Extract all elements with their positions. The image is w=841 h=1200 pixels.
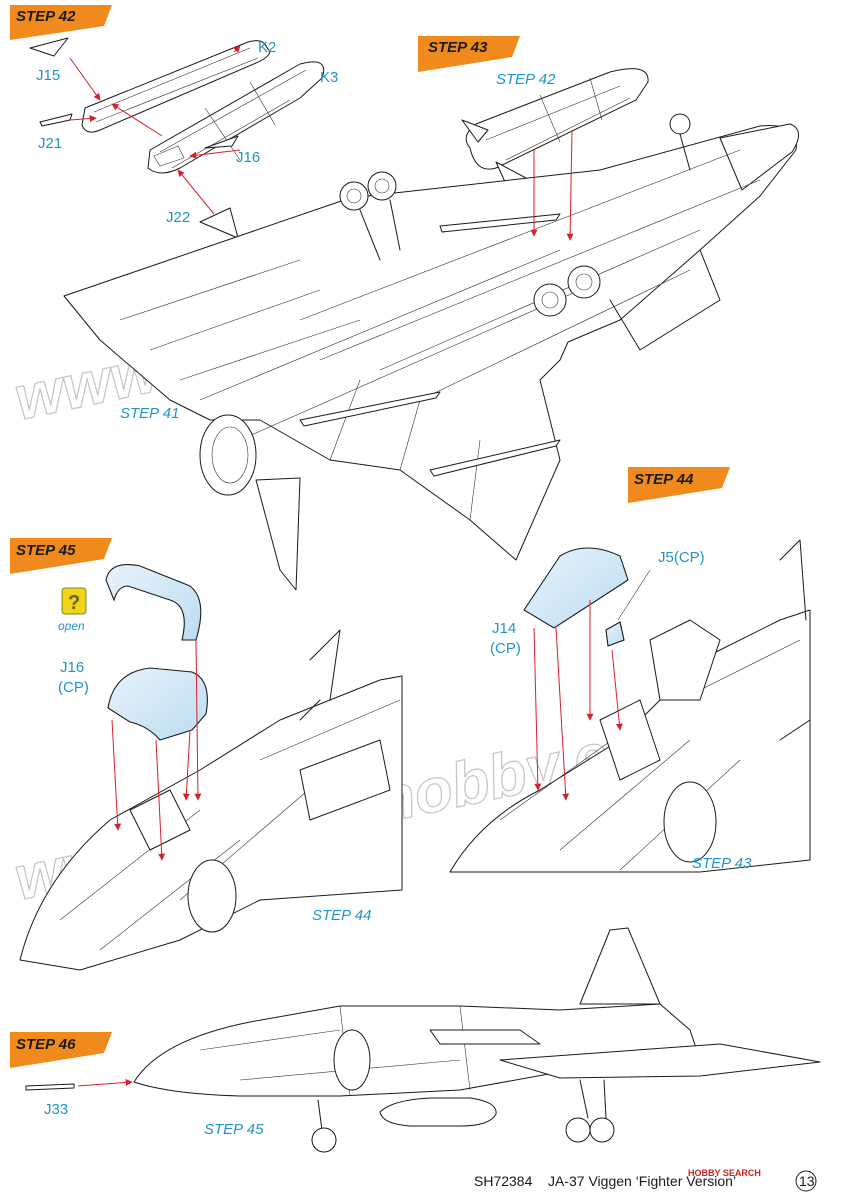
step-43-title: STEP 43 bbox=[428, 39, 488, 56]
label-j16: J16 bbox=[236, 149, 260, 166]
arrow-windscreen-b bbox=[555, 627, 570, 801]
step-44-title: STEP 44 bbox=[634, 471, 694, 488]
tail-fin bbox=[579, 927, 661, 1005]
arrow-canopy-b bbox=[155, 739, 166, 861]
wheel-nose bbox=[669, 113, 691, 135]
part-j21-shape bbox=[39, 113, 73, 127]
intake-step46 bbox=[333, 1029, 371, 1091]
step-45-title: STEP 45 bbox=[16, 542, 76, 559]
step-42-flag bbox=[10, 5, 112, 40]
ref-step-41: STEP 41 bbox=[120, 405, 179, 422]
main-wheel-a bbox=[565, 1117, 591, 1143]
arrow-j5 bbox=[611, 649, 623, 731]
ref-step-45: STEP 45 bbox=[204, 1121, 264, 1138]
step-46-flag bbox=[10, 1032, 112, 1068]
arrow-canopy-c bbox=[182, 729, 191, 801]
nose-wheel-step46 bbox=[311, 1127, 337, 1153]
arrow-j16 bbox=[189, 149, 241, 159]
label-j21: J21 bbox=[38, 135, 62, 152]
arrow-j33 bbox=[77, 1078, 133, 1087]
wheel-a bbox=[339, 181, 369, 211]
label-j16cp: J16 bbox=[60, 659, 84, 676]
arrow-windscreen-a bbox=[533, 627, 542, 791]
option-open-label: open bbox=[58, 619, 85, 633]
wheel-d bbox=[567, 265, 601, 299]
step-46-title: STEP 46 bbox=[16, 1036, 76, 1053]
label-j33: J33 bbox=[44, 1101, 68, 1118]
arrow-canopy-a bbox=[111, 719, 122, 831]
canard-fin bbox=[255, 477, 301, 591]
canopy-closed bbox=[107, 667, 208, 741]
step-42-section: STEP 42 J15 K2 K3 J21 J16 J22 bbox=[10, 5, 338, 239]
arrow-j15 bbox=[69, 57, 101, 101]
pod-lower-half bbox=[147, 61, 325, 174]
label-k2: K2 bbox=[258, 39, 276, 56]
canard-step46 bbox=[429, 1029, 541, 1045]
arrow-j21 bbox=[69, 114, 97, 122]
part-j5 bbox=[605, 621, 625, 647]
part-j33-shape bbox=[25, 1083, 75, 1091]
windscreen-j14 bbox=[523, 547, 629, 629]
label-j5cp: J5(CP) bbox=[658, 549, 705, 566]
drop-tank bbox=[379, 1097, 497, 1127]
fuselage-step45 bbox=[19, 675, 403, 971]
hobby-search-logo: HOBBY SEARCH bbox=[688, 1168, 761, 1178]
canopy-open bbox=[105, 564, 202, 641]
intake-step45 bbox=[187, 859, 237, 933]
pod-assembled bbox=[465, 68, 649, 170]
label-j14: J14 bbox=[492, 620, 516, 637]
wheel-b bbox=[367, 171, 397, 201]
label-j15: J15 bbox=[36, 67, 60, 84]
step-46-section: STEP 46 J33 STEP 45 bbox=[10, 927, 821, 1153]
part-j16-shape bbox=[204, 135, 239, 149]
arrow-pod-rear bbox=[566, 129, 574, 241]
arrow-canopy-open bbox=[194, 639, 202, 801]
ref-step-42: STEP 42 bbox=[496, 71, 556, 88]
fuselage-step46 bbox=[133, 1003, 701, 1097]
step-43-section: STEP 43 STEP 42 bbox=[63, 36, 799, 591]
intake-step44 bbox=[663, 781, 717, 863]
option-icon-glyph: ? bbox=[68, 592, 80, 614]
step-42-title: STEP 42 bbox=[16, 8, 76, 25]
part-j15-shape bbox=[29, 37, 69, 57]
main-wing bbox=[499, 1043, 821, 1079]
page-number-circle bbox=[795, 1170, 817, 1192]
footer: SH72384 JA-37 Viggen ‘Fighter Version’ 1… bbox=[474, 1168, 817, 1192]
label-j22: J22 bbox=[166, 209, 190, 226]
main-wheel-b bbox=[589, 1117, 615, 1143]
step-43-flag bbox=[418, 36, 520, 72]
nose-cone bbox=[719, 123, 799, 191]
footer-page: 13 bbox=[799, 1173, 815, 1189]
part-j22-shape bbox=[199, 207, 239, 239]
ref-step-43: STEP 43 bbox=[692, 855, 752, 872]
step-44-section: STEP 44 J5(CP) J14 (CP) STEP 43 bbox=[449, 467, 811, 873]
step-45-flag bbox=[10, 538, 112, 574]
arrow-k2 bbox=[233, 45, 241, 53]
arrow-pod-join bbox=[111, 103, 163, 137]
label-k3: K3 bbox=[320, 69, 338, 86]
intake bbox=[199, 414, 257, 496]
viggen-underside bbox=[63, 125, 797, 561]
cockpit-tub bbox=[649, 619, 721, 701]
arrow-j22 bbox=[177, 169, 215, 215]
step-45-section: STEP 45 ? open J16 (CP) STEP 44 bbox=[10, 538, 403, 971]
wheel-c bbox=[533, 283, 567, 317]
question-mark-icon bbox=[61, 587, 87, 615]
ref-step-44: STEP 44 bbox=[312, 907, 371, 924]
step-44-flag bbox=[628, 467, 730, 503]
footer-code: SH72384 bbox=[474, 1173, 533, 1189]
footer-title: JA-37 Viggen ‘Fighter Version’ bbox=[548, 1173, 736, 1189]
label-j14-cp: (CP) bbox=[490, 640, 521, 657]
label-j16cp-cp: (CP) bbox=[58, 679, 89, 696]
